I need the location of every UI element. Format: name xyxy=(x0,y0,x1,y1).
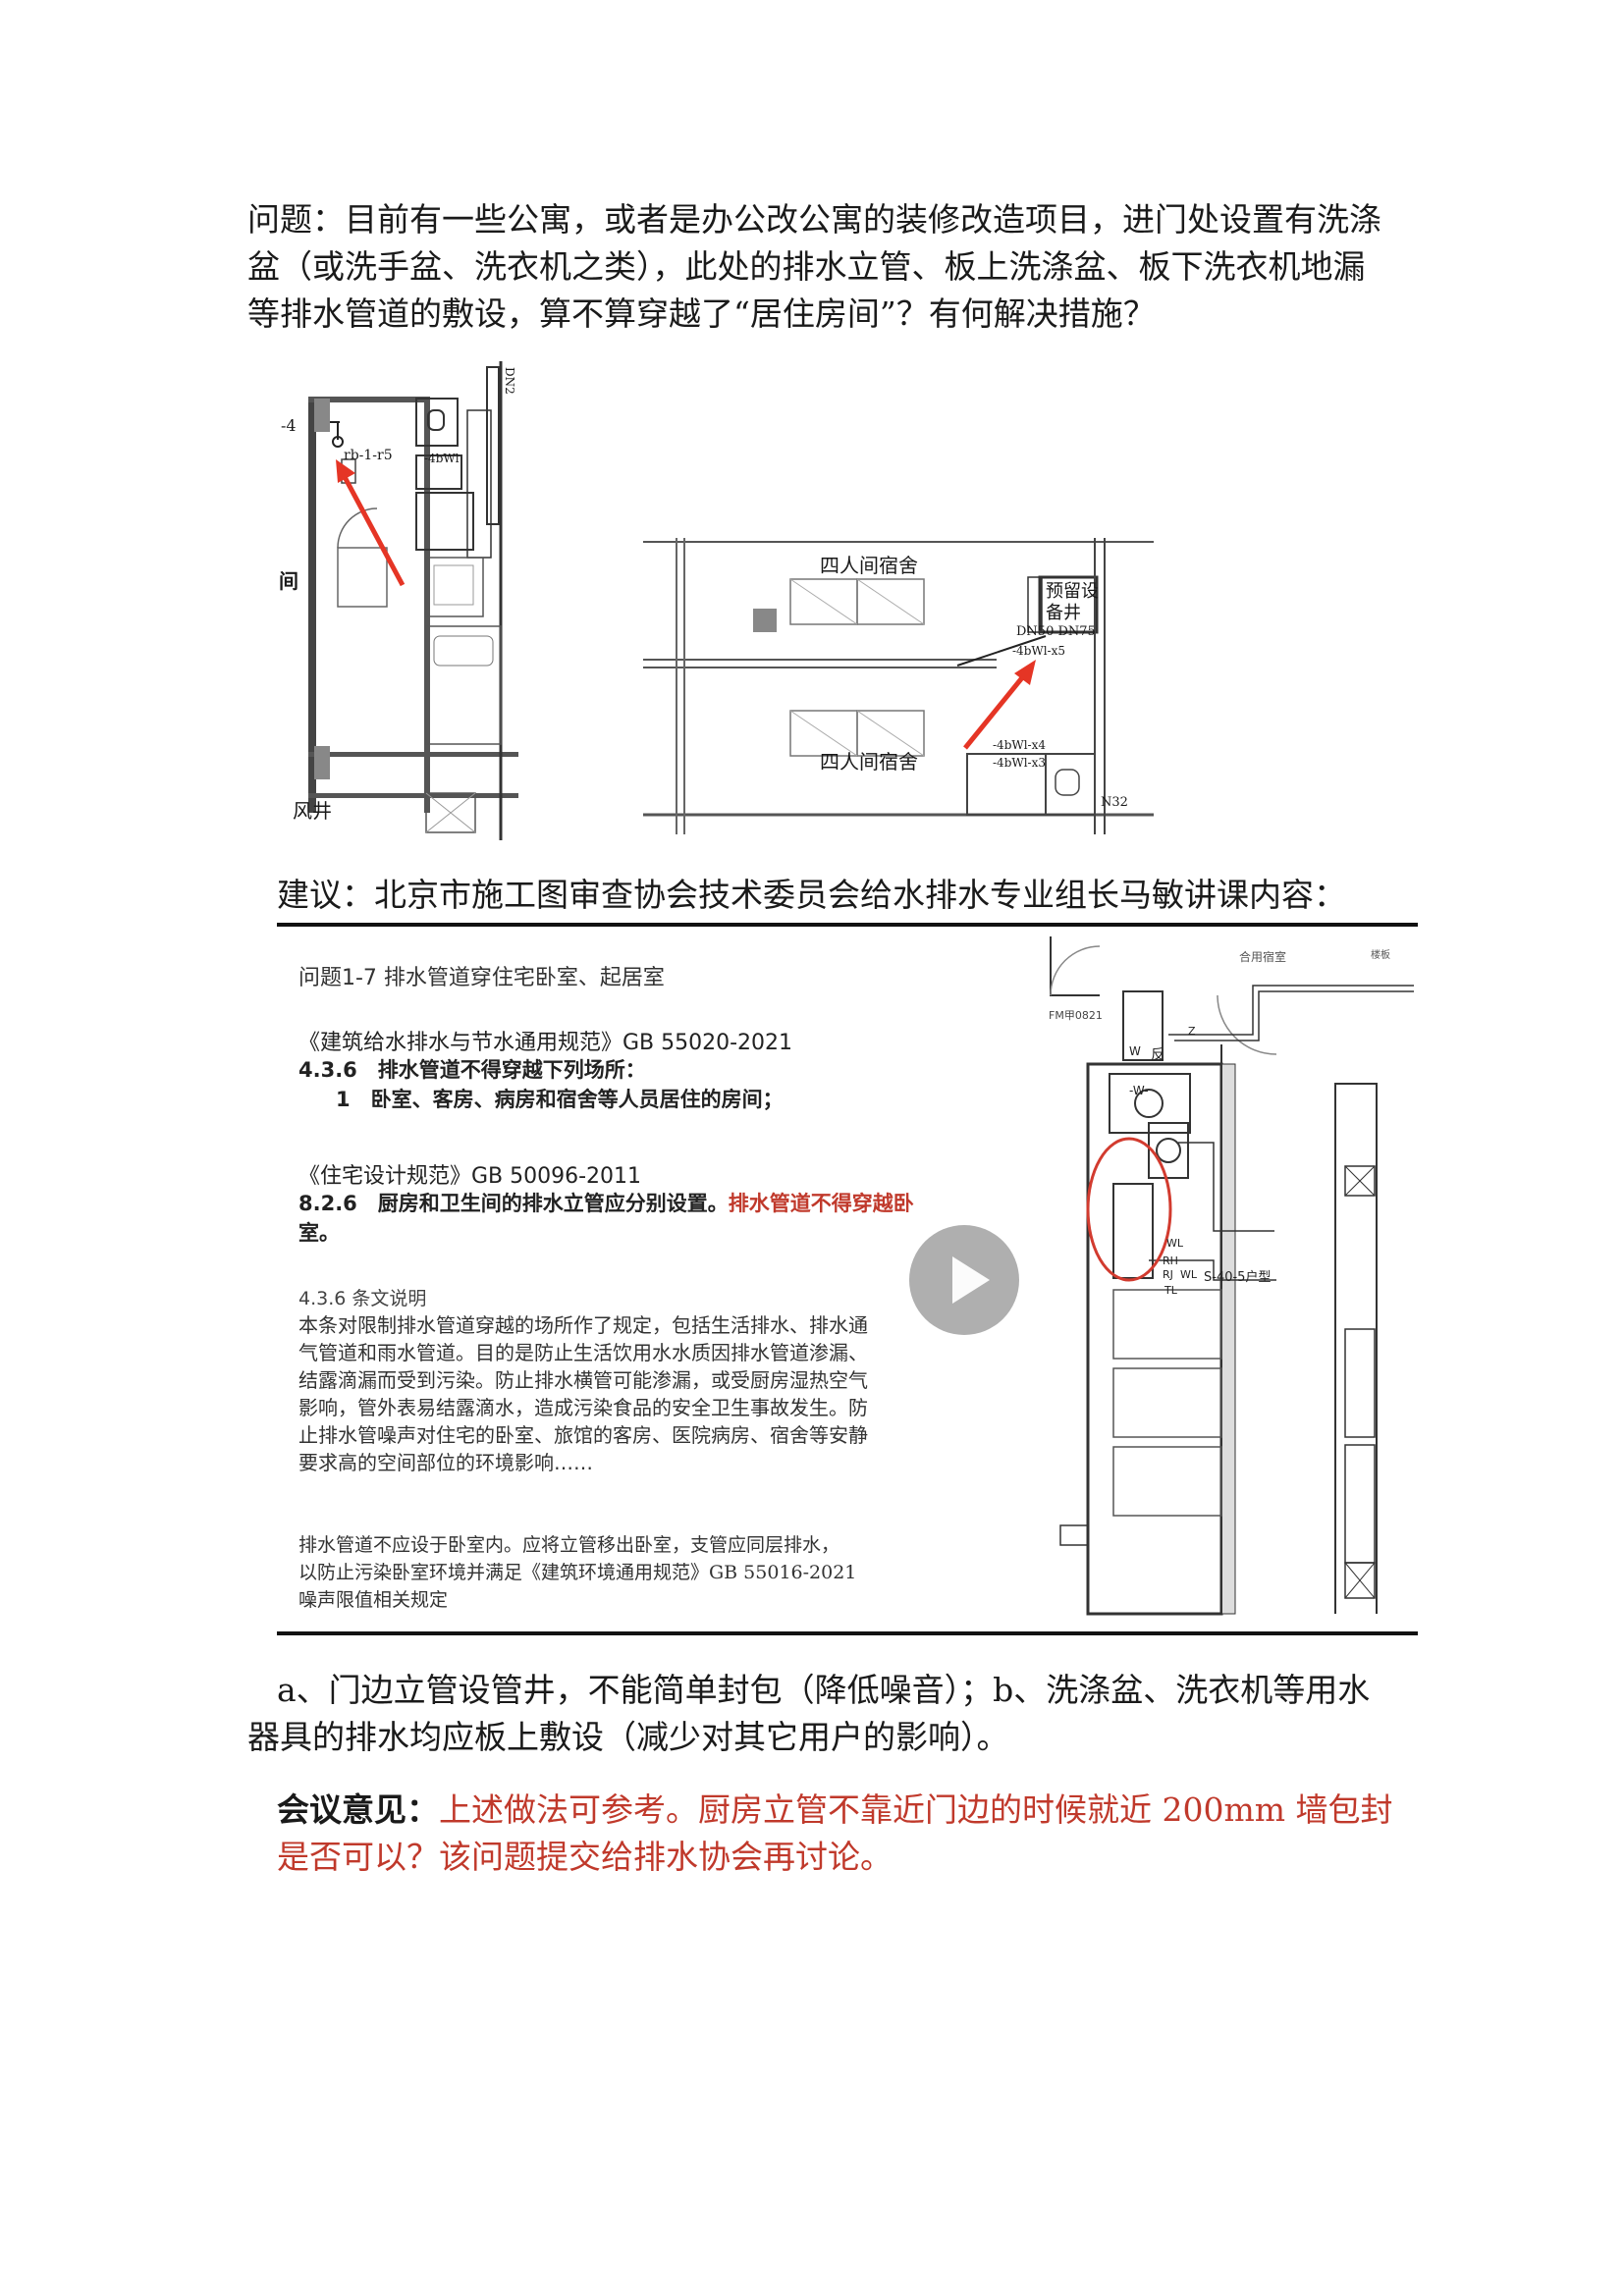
question-line-2: 盆（或洗手盆、洗衣机之类），此处的排水立管、板上洗涤盆、板下洗衣机地漏 xyxy=(247,247,1366,286)
plan-door-label: FM甲0821 xyxy=(1049,1009,1103,1022)
lecture-slide: 问题1-7 排水管道穿住宅卧室、起居室 《建筑给水排水与节水通用规范》GB 55… xyxy=(277,923,1418,1635)
explain-title: 4.3.6 条文说明 xyxy=(298,1288,427,1309)
plan-w2-label: -W- xyxy=(1129,1084,1149,1097)
label-top: -4 xyxy=(281,416,297,435)
code2-item: 8.2.6 厨房和卫生间的排水立管应分别设置。排水管道不得穿越卧 xyxy=(298,1188,914,1217)
plan-wl-label: WL xyxy=(1166,1237,1184,1250)
meeting-line-1: 会议意见：上述做法可参考。厨房立管不靠近门边的时候就近 200mm 墙包封 xyxy=(277,1787,1393,1834)
plan-z-label: Z xyxy=(1188,1025,1196,1038)
explain-line: 结露滴漏而受到污染。防止排水横管可能渗漏，或受厨房湿热空气 xyxy=(298,1368,868,1392)
label-pipe: rb-1-r5 xyxy=(344,448,393,463)
handwritten-line: 以防止污染卧室环境并满足《建筑环境通用规范》GB 55016-2021 xyxy=(298,1562,857,1583)
explain-line: 止排水管噪声对住宅的卧室、旅馆的客房、医院病房、宿舍等安静 xyxy=(298,1423,868,1447)
code1-title: 《建筑给水排水与节水通用规范》GB 55020-2021 xyxy=(298,1031,793,1055)
answer-line-2: 器具的排水均应板上敷设（减少对其它用户的影响）。 xyxy=(247,1718,1009,1756)
plan-fan-label: 反 xyxy=(1151,1047,1164,1063)
plan-wl2-label: WL xyxy=(1180,1268,1198,1281)
room-bottom-label: 四人间宿舍 xyxy=(820,750,918,774)
handwritten-line: 噪声限值相关规定 xyxy=(298,1589,449,1611)
dn-bottom-label: N32 xyxy=(1101,795,1128,810)
apartment-floor-plan: -4 间 rb-1-r5 -4bWl DN2 风井 xyxy=(279,361,518,840)
slide-bottom-rule xyxy=(277,1631,1418,1635)
label-dn: DN2 xyxy=(503,367,516,395)
slide-floor-plan: 合用宿室 FM甲0821 W 反 -W- WL RH RJ WL TL S-40… xyxy=(1041,927,1418,1631)
meeting-label: 会议意见： xyxy=(277,1790,439,1829)
answer-line-1: a、门边立管设管井，不能简单封包（降低噪音）；b、洗涤盆、洗衣机等用水 xyxy=(277,1671,1371,1709)
dn-label: DN50 DN75 xyxy=(1016,624,1096,639)
question-line-1: 问题：目前有一些公寓，或者是办公改公寓的装修改造项目，进门处设置有洗涤 xyxy=(247,200,1381,239)
label-pipe-2: -4bWl xyxy=(424,452,460,465)
plan-room-label: 合用宿室 xyxy=(1239,950,1287,964)
plan-w1-label: W xyxy=(1129,1044,1141,1058)
explain-body: 本条对限制排水管道穿越的场所作了规定，包括生活排水、排水通气管道和雨水管道。目的… xyxy=(298,1311,868,1476)
code1-sub: 1 卧室、客房、病房和宿舍等人员居住的房间； xyxy=(336,1088,784,1111)
plan-tl-label: TL xyxy=(1164,1284,1177,1297)
play-button[interactable] xyxy=(909,1225,1019,1335)
shaft-label-line-2: 备井 xyxy=(1046,603,1081,623)
code2-item-text: 8.2.6 厨房和卫生间的排水立管应分别设置。 xyxy=(298,1192,729,1215)
meeting-text-1: 上述做法可参考。厨房立管不靠近门边的时候就近 200mm 墙包封 xyxy=(439,1790,1393,1829)
code2-item-cont: 室。 xyxy=(298,1221,340,1245)
plan-rj-label: RJ xyxy=(1163,1268,1173,1281)
pipe-label-2: -4bWl-x4 xyxy=(993,738,1046,752)
code1-item: 4.3.6 排水管道不得穿越下列场所： xyxy=(298,1058,646,1082)
explain-line: 本条对限制排水管道穿越的场所作了规定，包括生活排水、排水通 xyxy=(298,1313,868,1337)
label-room: 间 xyxy=(279,569,298,593)
meeting-line-2: 是否可以？该问题提交给排水协会再讨论。 xyxy=(277,1838,893,1876)
shaft-label: 预留设 备井 xyxy=(1046,581,1099,624)
code2-item-highlight: 排水管道不得穿越卧 xyxy=(728,1192,914,1215)
suggestion-text: 建议：北京市施工图审查协会技术委员会给水排水专业组长马敏讲课内容： xyxy=(277,876,1346,914)
dormitory-floor-plan: 四人间宿舍 四人间宿舍 预留设 备井 DN50 DN75 -4bWl-x5 -4… xyxy=(643,538,1154,834)
slide-heading: 问题1-7 排水管道穿住宅卧室、起居室 xyxy=(298,966,665,990)
handwritten-note: 排水管道不应设于卧室内。应将立管移出卧室，支管应同层排水， 以防止污染卧室环境并满… xyxy=(298,1531,856,1614)
slide-top-rule xyxy=(277,923,1418,927)
explain-line: 要求高的空间部位的环境影响…… xyxy=(298,1451,593,1474)
label-shaft: 风井 xyxy=(293,799,332,823)
question-line-3: 等排水管道的敷设，算不算穿越了“居住房间”？有何解决措施？ xyxy=(247,294,1156,333)
explain-line: 气管道和雨水管道。目的是防止生活饮用水水质因排水管道渗漏、 xyxy=(298,1341,868,1364)
plan-unit-label: S-40-5户型 xyxy=(1204,1270,1272,1285)
pipe-label-3: -4bWl-x3 xyxy=(993,756,1046,770)
code2-title: 《住宅设计规范》GB 50096-2011 xyxy=(298,1164,642,1189)
explain-line: 影响，管外表易结露滴水，造成污染食品的安全卫生事故发生。防 xyxy=(298,1396,868,1419)
shaft-label-line-1: 预留设 xyxy=(1046,581,1099,602)
room-top-label: 四人间宿舍 xyxy=(820,554,918,577)
plan-rh-label: RH xyxy=(1163,1255,1178,1267)
pipe-label: -4bWl-x5 xyxy=(1012,644,1065,658)
plan-edge-label: 楼板 xyxy=(1371,950,1390,961)
handwritten-line: 排水管道不应设于卧室内。应将立管移出卧室，支管应同层排水， xyxy=(298,1534,840,1556)
